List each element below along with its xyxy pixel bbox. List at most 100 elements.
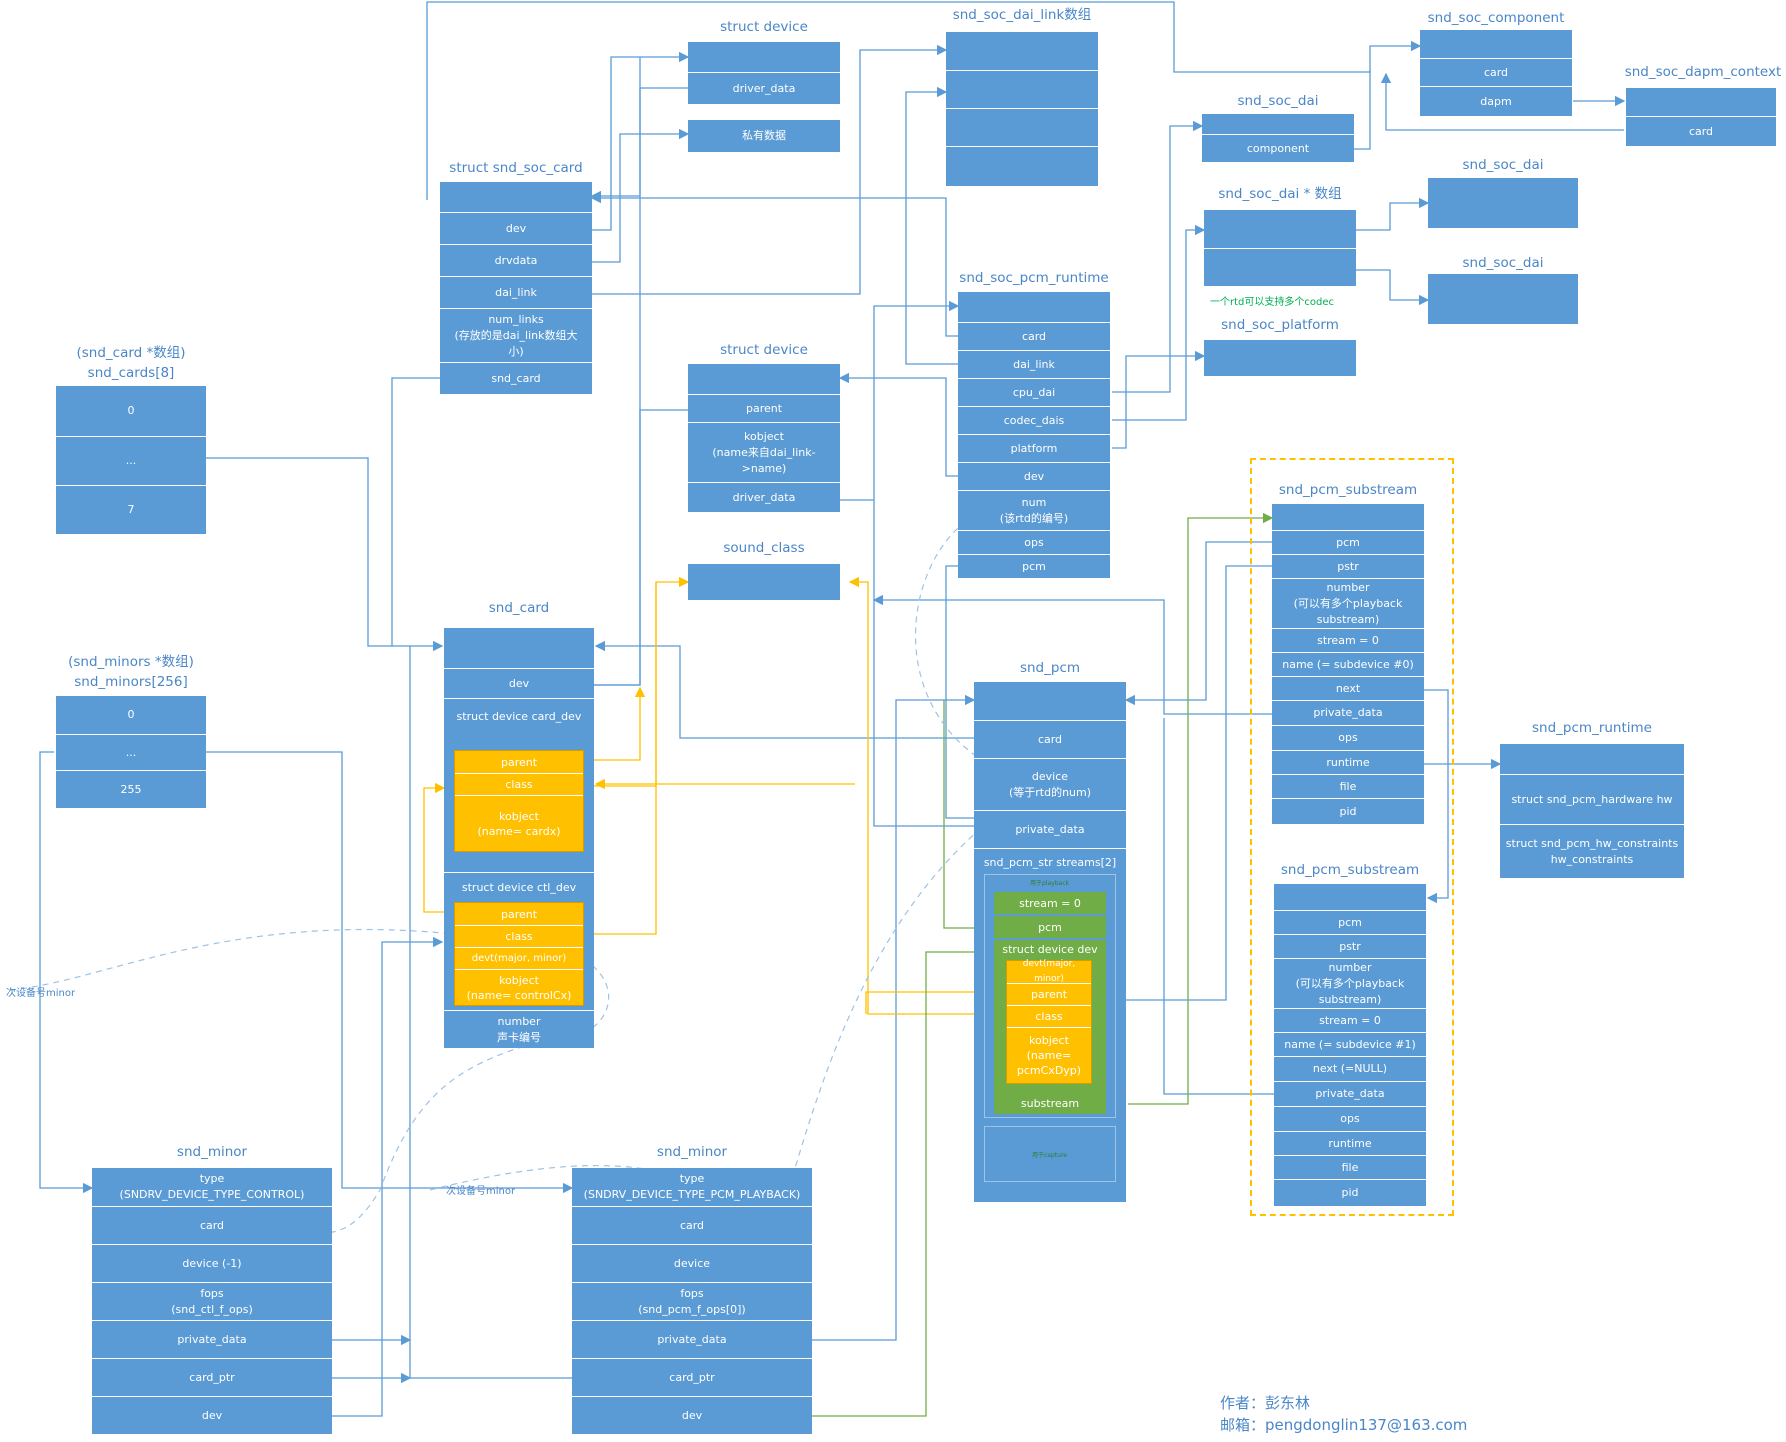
minor-pcm-card: card (572, 1206, 812, 1244)
minor-ctl-card-ptr: card_ptr (92, 1358, 332, 1396)
wire-green-sub (1128, 512, 1274, 1105)
dapm-context-card: card (1626, 116, 1776, 146)
soc-card-dev: dev (440, 212, 592, 244)
sub1-stream: stream = 0 (1274, 1008, 1426, 1032)
snd-minors-title: (snd_minors *数组) snd_minors[256] (68, 654, 194, 690)
dash-minor-pcm (429, 1164, 771, 1241)
snd-card-header (444, 628, 594, 668)
wire-platform (1112, 350, 1206, 449)
soc-card: dev drvdata dai_link num_links (存放的是dai_… (440, 182, 592, 394)
substreams-group (1250, 458, 1454, 1216)
wire-sub-next (1424, 689, 1449, 904)
soc-card-header (440, 182, 592, 212)
soc-pcm-runtime: card dai_link cpu_dai codec_dais platfor… (958, 292, 1110, 578)
dai-ptr-entry (1204, 210, 1356, 248)
soc-dai-b-title: snd_soc_dai (1462, 255, 1544, 271)
pcm-dev-devt: devt(major, minor) (1022, 959, 1076, 984)
runtime-hw: struct snd_pcm_hardware hw (1500, 774, 1684, 824)
wire-pcm-private-pcm (812, 694, 976, 1341)
playback-tag: 用于playback (1030, 880, 1069, 887)
rtd-dev: dev (958, 462, 1110, 490)
substream0: pcm pstr number (可以有多个playback substream… (1272, 504, 1424, 824)
soc-dai-top: component (1202, 114, 1354, 162)
snd-minor-pcm-title: snd_minor (656, 1144, 728, 1160)
sub0-number: number (可以有多个playback substream) (1272, 578, 1424, 628)
pcm-dev-parent: parent (1007, 983, 1091, 1005)
soc-dai-a (1428, 178, 1578, 228)
sub1-pstr: pstr (1274, 934, 1426, 958)
soc-component-header (1420, 30, 1572, 58)
wire-dapm-card (1380, 72, 1624, 131)
wire-cpu-dai (1112, 120, 1204, 393)
pcm-stream-pcm: pcm (994, 916, 1106, 938)
dai-link-entry (946, 146, 1098, 186)
wire-card-dev-up (594, 57, 641, 686)
snd-card-dev: dev (444, 668, 594, 698)
snd-minor-ctl-title: snd_minor (176, 1144, 248, 1160)
dai-link-entry (946, 32, 1098, 70)
soc-card-dai-link: dai_link (440, 276, 592, 308)
pcm-dev-fields: devt(major, minor) parent class kobject … (1006, 959, 1092, 1084)
sub1-private-data: private_data (1274, 1081, 1426, 1106)
sub1-next: next (=NULL) (1274, 1056, 1426, 1081)
wire-pcm-cardptr (409, 646, 572, 1379)
minor-note-left: 次设备号minor (6, 988, 76, 999)
minor-pcm-fops: fops (snd_pcm_f_ops[0]) (572, 1282, 812, 1320)
soc-dai-top-component: component (1202, 134, 1354, 162)
wire-ctl-dev (332, 936, 444, 1417)
sub0-ops: ops (1272, 725, 1424, 750)
minor-ctl-card: card (92, 1206, 332, 1244)
wire-soc-card-to-component (426, 1, 1422, 200)
wire-card-parent (586, 686, 646, 761)
soc-component: card dapm (1420, 30, 1572, 116)
card-dev-kobject: kobject (name= cardx) (455, 795, 583, 851)
wire-minors-left (39, 751, 94, 1194)
snd-pcm-runtime: struct snd_pcm_hardware hw struct snd_pc… (1500, 744, 1684, 878)
pcm-stream0: stream = 0 (994, 892, 1106, 914)
dapm-context-header (1626, 88, 1776, 116)
wire-ctl-parent (423, 782, 452, 913)
minor-ctl-fops: fops (snd_ctl_f_ops) (92, 1282, 332, 1320)
dai-ptr-array (1204, 210, 1356, 286)
snd-minors-array: 0 ... 255 (56, 696, 206, 808)
wire-soc-card-snd-card (391, 377, 440, 646)
rtd-device-parent: parent (688, 394, 840, 422)
ctl-dev-class: class (455, 925, 583, 947)
rtd-device-driver-data: driver_data (688, 482, 840, 512)
card-dev-parent: parent (500, 755, 538, 769)
soc-dai-b (1428, 274, 1578, 324)
struct-device-top-driver-data: driver_data (688, 72, 840, 104)
rtd-device-kobject: kobject (name来自dai_link- >name) (688, 422, 840, 482)
dash-card-number (309, 1033, 567, 1237)
sub0-private-data: private_data (1272, 700, 1424, 725)
rtd-dai-link: dai_link (958, 350, 1110, 378)
rtd-header (958, 292, 1110, 322)
minor-note-mid: 次设备号minor (446, 1186, 516, 1197)
wire-rtd-dev-parent (838, 372, 958, 477)
wire-card-class (586, 576, 690, 787)
wire-pcm-to-sndcard (594, 640, 974, 739)
sub1-number: number (可以有多个playback substream) (1274, 958, 1426, 1008)
minor-pcm-private-data: private_data (572, 1320, 812, 1358)
wire-dai-arr-b (1356, 269, 1430, 306)
ctl-dev-kobject: kobject (name= controlCx) (455, 969, 583, 1005)
rtd-codec-dais: codec_dais (958, 406, 1110, 434)
sub0-pstr: pstr (1272, 554, 1424, 578)
struct-device-top-title: struct device (720, 19, 808, 35)
wire-codec-dais (1112, 224, 1206, 421)
minor-pcm-card-ptr: card_ptr (572, 1358, 812, 1396)
snd-cards-entry: ... (56, 436, 206, 485)
wire-sub-private (872, 594, 1272, 715)
card-dev-fields: parent class kobject (name= cardx) (454, 750, 584, 852)
dai-ptr-array-title: snd_soc_dai * 数组 (1218, 186, 1342, 202)
pcm-dev-kobject: kobject (name= pcmCxDyp) (1007, 1027, 1091, 1083)
snd-cards-title: (snd_card *数组) snd_cards[8] (76, 345, 186, 381)
ctl-dev-fields: parent class devt(major, minor) kobject … (454, 902, 584, 1006)
card-dev-class: class (455, 773, 583, 795)
sound-class (688, 564, 840, 600)
minor-pcm-device: device (572, 1244, 812, 1282)
soc-card-title: struct snd_soc_card (449, 160, 583, 176)
snd-minors-entry: 0 (127, 708, 135, 721)
private-data-label: 私有数据 (742, 129, 786, 142)
